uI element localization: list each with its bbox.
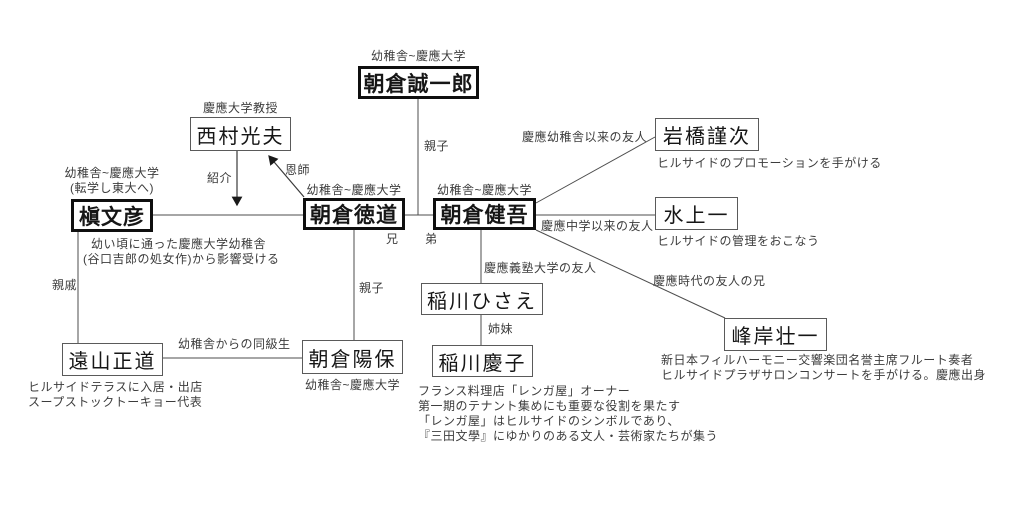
node-inagawa-hisae: 稲川ひさえ	[421, 283, 543, 315]
edge-label-sisters: 姉妹	[488, 322, 514, 336]
node-label: 朝倉健吾	[440, 204, 529, 227]
annotation-line: ヒルサイドプラザサロンコンサートを手がける。慶應出身	[661, 368, 987, 382]
annotation-line: スープストックトーキョー代表	[28, 395, 203, 409]
annotation-line: フランス料理店「レンガ屋」オーナー	[418, 384, 631, 398]
node-asakura-seiichiro: 朝倉誠一郎	[358, 66, 479, 99]
node-asakura-yoho: 朝倉陽保	[302, 340, 403, 374]
annotation-kengo-school: 幼稚舎~慶應大学	[436, 183, 532, 197]
annotation-line: 新日本フィルハーモニー交響楽団名誉主席フルート奏者	[661, 353, 974, 367]
node-maki-fumihiko: 槇文彦	[71, 199, 153, 232]
edge-label-mentor: 恩師	[285, 163, 311, 177]
annotation-line: 幼い頃に通った慶應大学幼稚舎	[91, 237, 267, 251]
node-inagawa-keiko: 稲川慶子	[432, 345, 533, 377]
node-label: 水上一	[663, 205, 730, 227]
edge-label-introduction: 紹介	[207, 171, 233, 185]
annotation-keiko-role: フランス料理店「レンガ屋」オーナー 第一期のテナント集めにも重要な役割を果たす …	[418, 384, 718, 444]
node-label: 西村光夫	[196, 125, 285, 148]
node-label: 朝倉徳道	[310, 204, 398, 227]
node-toyama-masamichi: 遠山正道	[62, 343, 163, 376]
edge-label-younger-brother: 弟	[425, 232, 438, 246]
edge-label-relative: 親戚	[52, 278, 78, 292]
node-label: 稲川ひさえ	[427, 290, 537, 313]
node-mizukami-hajime: 水上一	[655, 197, 738, 230]
node-label: 峰岸壮一	[731, 326, 820, 348]
annotation-line: ヒルサイドテラスに入居・出店	[28, 380, 203, 394]
annotation-iwahashi-role: ヒルサイドのプロモーションを手がける	[657, 156, 882, 170]
annotation-line: (転学し東大へ)	[70, 181, 154, 195]
annotation-line: 『三田文學』にゆかりのある文人・芸術家たちが集う	[418, 429, 719, 443]
edge-label-kindergarten-friend: 慶應幼稚舎以来の友人	[522, 130, 648, 144]
edge-label-parent-child-yoho: 親子	[359, 281, 385, 295]
node-asakura-tokumichi: 朝倉徳道	[303, 198, 405, 230]
node-minegishi-soichi: 峰岸壮一	[724, 318, 827, 351]
node-label: 朝倉陽保	[308, 348, 397, 371]
edge-label-friend-brother: 慶應時代の友人の兄	[653, 274, 766, 288]
annotation-line: (谷口吉郎の処女作)から影響受ける	[83, 252, 280, 266]
node-asakura-kengo: 朝倉健吾	[433, 198, 536, 230]
edge-label-university-friend: 慶應義塾大学の友人	[484, 261, 597, 275]
edge-label-older-brother: 兄	[386, 232, 399, 246]
edge-label-junior-high-friend: 慶應中学以来の友人	[541, 219, 654, 233]
edge-label-parent-child-seiichiro: 親子	[424, 139, 450, 153]
annotation-line: 幼稚舎~慶應大学	[64, 166, 160, 180]
annotation-toyama-role: ヒルサイドテラスに入居・出店 スープストックトーキョー代表	[28, 380, 203, 410]
annotation-yoho-school: 幼稚舎~慶應大学	[304, 378, 400, 392]
node-label: 朝倉誠一郎	[363, 72, 474, 96]
annotation-mizukami-role: ヒルサイドの管理をおこなう	[657, 234, 820, 248]
edge-label-classmate: 幼稚舎からの同級生	[178, 337, 291, 351]
annotation-nishimura-title: 慶應大学教授	[202, 101, 278, 115]
annotation-line: 第一期のテナント集めにも重要な役割を果たす	[418, 399, 681, 413]
annotation-seiichiro-school: 幼稚舎~慶應大学	[370, 49, 466, 63]
node-label: 岩橋謹次	[663, 126, 751, 148]
annotation-maki-note: 幼い頃に通った慶應大学幼稚舎 (谷口吉郎の処女作)から影響受ける	[83, 237, 280, 267]
annotation-maki-school: 幼稚舎~慶應大学 (転学し東大へ)	[37, 166, 187, 196]
node-label: 遠山正道	[68, 351, 157, 373]
annotation-tokumichi-school: 幼稚舎~慶應大学	[306, 183, 402, 197]
annotation-line: 「レンガ屋」はヒルサイドのシンボルであり、	[418, 414, 680, 428]
annotation-minegishi-role: 新日本フィルハーモニー交響楽団名誉主席フルート奏者 ヒルサイドプラザサロンコンサ…	[661, 353, 986, 383]
node-iwahashi-kinji: 岩橋謹次	[655, 118, 759, 151]
node-label: 稲川慶子	[438, 352, 527, 375]
node-nishimura-mitsuo: 西村光夫	[190, 117, 291, 151]
node-label: 槇文彦	[79, 205, 145, 229]
